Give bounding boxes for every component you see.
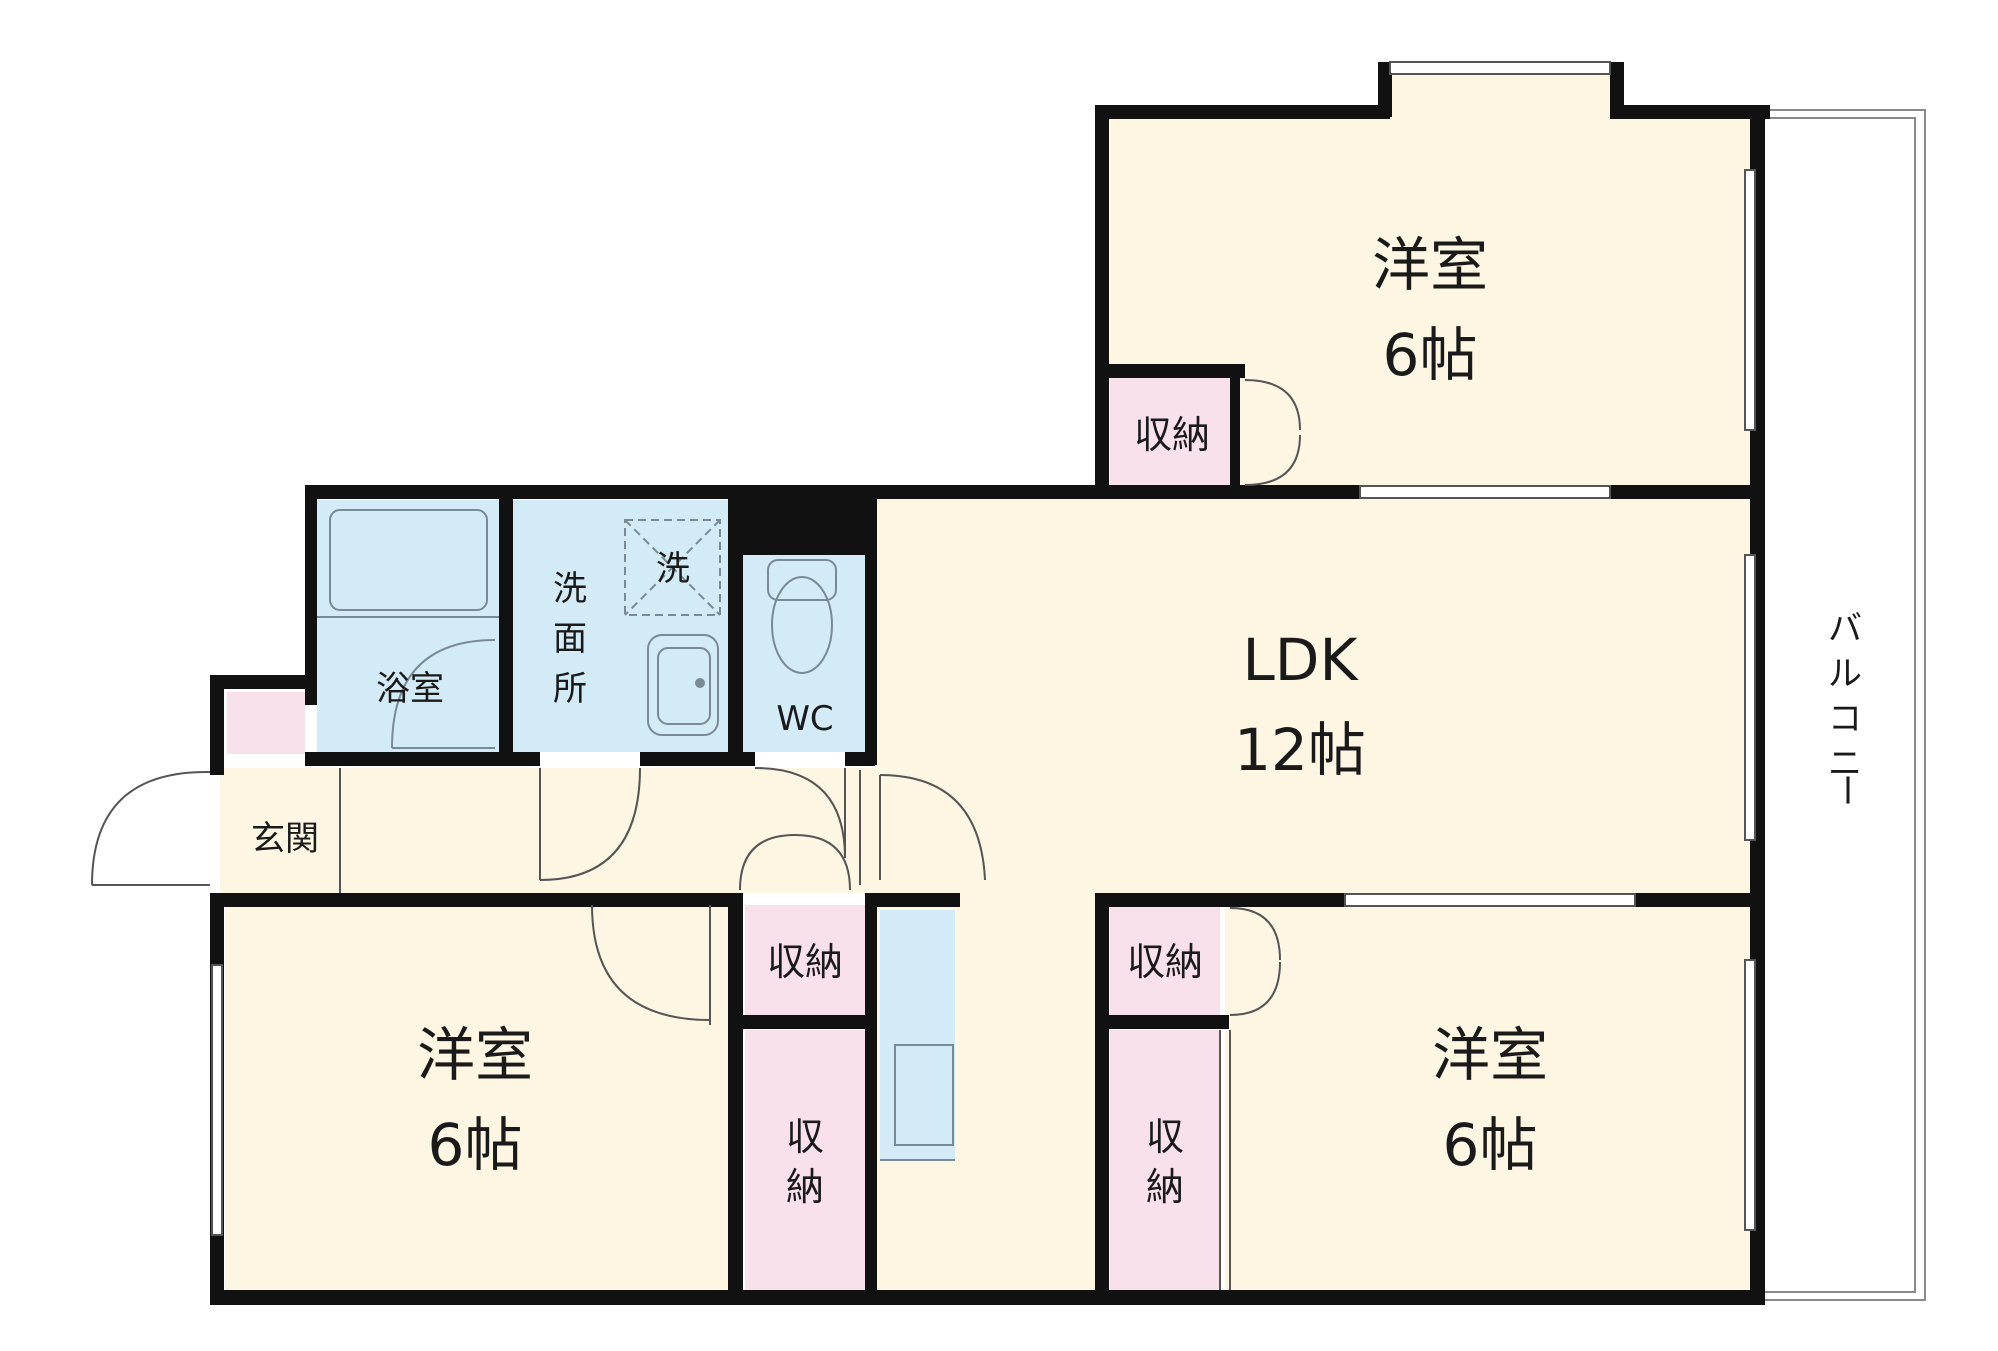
western-right-floor	[1225, 905, 1750, 1290]
toilet-bowl	[771, 576, 833, 674]
western-left-label: 洋室 6帖	[417, 1021, 533, 1179]
ldk-floor	[875, 498, 1750, 898]
bath-label: 浴室	[376, 669, 444, 709]
storage-mid-right	[1110, 905, 1220, 1015]
storage-floors	[227, 378, 1235, 1290]
balcony-char-1: バ	[1828, 609, 1862, 649]
wc-label: WC	[776, 699, 833, 739]
washroom-floor	[513, 500, 728, 752]
balcony-label: バ ル コ ニ ー	[1826, 609, 1866, 807]
storage-low-right-label-2: 納	[1146, 1165, 1184, 1209]
storage-top-label: 収納	[1134, 413, 1210, 457]
kitchen-counter	[880, 910, 955, 1160]
room-name: 洋室	[1372, 231, 1488, 299]
storage-low-left	[745, 1030, 865, 1290]
washroom-label-1: 洗	[553, 569, 587, 609]
room-size: 6帖	[1383, 321, 1478, 389]
storage-low-right	[1110, 1030, 1220, 1290]
bath-door-swing	[391, 639, 496, 749]
wc-floor	[743, 555, 865, 752]
storage-low-left-label-2: 納	[786, 1165, 824, 1209]
storage-mid-left	[745, 905, 865, 1015]
bathtub	[329, 509, 488, 611]
storage-top	[1110, 378, 1235, 488]
toilet-tank	[767, 559, 837, 601]
room-size: 6帖	[1443, 1111, 1538, 1179]
western-top-label: 洋室 6帖	[1372, 231, 1488, 389]
storage-low-left-label-1: 収	[786, 1115, 824, 1159]
balcony-char-4: ニ	[1828, 744, 1862, 784]
room-name: 洋室	[417, 1021, 533, 1089]
hall-floor	[220, 768, 875, 893]
entrance-label: 玄関	[251, 819, 319, 859]
storage-mid-right-label: 収納	[1127, 940, 1203, 984]
western-left-floor	[225, 905, 740, 1290]
fixtures	[317, 509, 955, 1161]
washer-label: 洗	[656, 549, 690, 589]
balcony-char-5: ー	[1826, 773, 1866, 807]
bay-window-floor	[1385, 75, 1615, 120]
wet-floors	[317, 500, 955, 1160]
balcony-char-2: ル	[1828, 654, 1862, 694]
room-size: 12帖	[1234, 716, 1366, 784]
western-right-label: 洋室 6帖	[1432, 1021, 1548, 1179]
washroom-label-3: 所	[553, 669, 587, 709]
washroom-label-2: 面	[553, 619, 587, 659]
room-size: 6帖	[428, 1111, 523, 1179]
entrance-door	[91, 770, 211, 886]
bath-floor	[317, 500, 499, 752]
wash-basin	[647, 634, 719, 736]
storage-low-right-label-1: 収	[1146, 1115, 1184, 1159]
windows	[211, 61, 1756, 1236]
washer-pan	[624, 519, 721, 616]
storage-entrance	[227, 692, 305, 754]
room-name: LDK	[1242, 626, 1359, 694]
balcony	[1765, 109, 1926, 1301]
balcony-char-3: コ	[1828, 699, 1862, 739]
walls	[210, 62, 1770, 1305]
sink	[894, 1044, 954, 1146]
room-name: 洋室	[1432, 1021, 1548, 1089]
storage-mid-left-label: 収納	[767, 940, 843, 984]
doors	[91, 379, 1301, 1290]
ldk-label: LDK 12帖	[1234, 626, 1366, 784]
